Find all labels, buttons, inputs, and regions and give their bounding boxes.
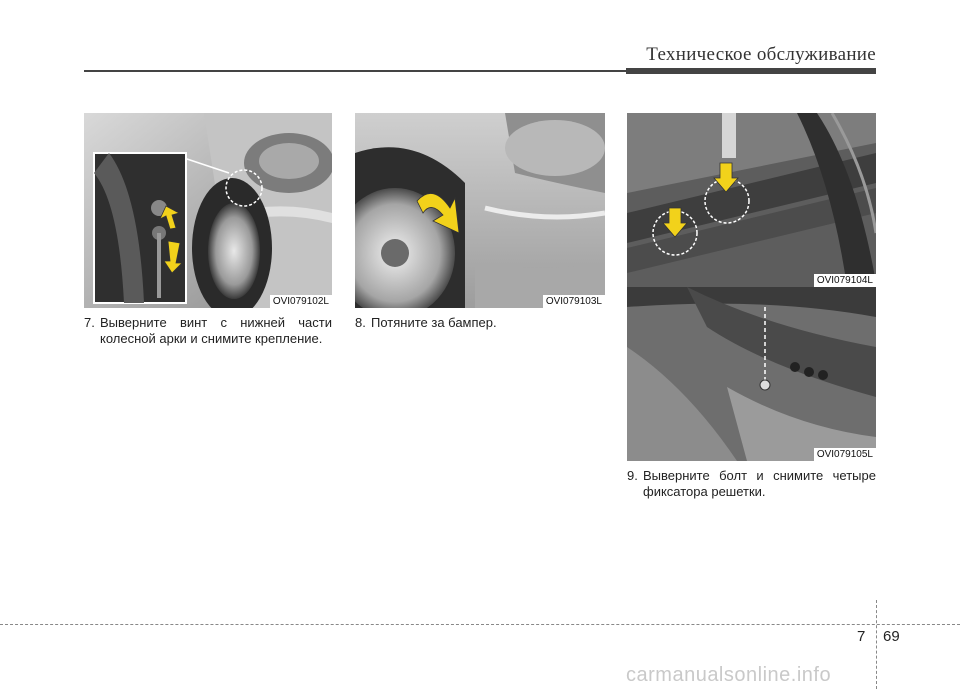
step-7: 7. Выверните винт с нижней части колесно… (84, 315, 332, 347)
figure-label: OVI079103L (542, 295, 605, 308)
wheel-arch-illustration (84, 113, 332, 308)
figure-wheel-arch-screw: OVI079102L (84, 113, 332, 308)
figure-grille-clips: OVI079105L (627, 287, 876, 461)
footer-rule (0, 624, 960, 625)
grille-illustration (627, 113, 876, 287)
figure-grille-bolts: OVI079104L (627, 113, 876, 287)
step-text: Выверните винт с нижней части колесной а… (100, 315, 332, 346)
curved-arrow-icon (416, 193, 460, 234)
step-8: 8. Потяните за бампер. (355, 315, 605, 331)
figure-label: OVI079102L (269, 295, 332, 308)
header-rule-accent (626, 68, 876, 74)
watermark: carmanualsonline.info (626, 664, 832, 686)
step-text: Потяните за бампер. (371, 315, 497, 330)
arrow-down-icon (713, 162, 739, 193)
step-number: 7. (84, 315, 95, 330)
header-title: Техническое обслуживание (646, 44, 876, 65)
figure-label: OVI079104L (813, 274, 876, 287)
arrow-down-icon (662, 207, 688, 238)
bumper-illustration (355, 113, 605, 308)
arrow-icon (159, 205, 181, 230)
header-rule (84, 70, 876, 72)
step-number: 9. (627, 468, 638, 483)
step-9: 9. Выверните болт и снимите четыре фикса… (627, 468, 876, 500)
figure-label: OVI079105L (813, 448, 876, 461)
step-number: 8. (355, 315, 366, 330)
footer-divider (876, 600, 877, 689)
chapter-number: 7 (857, 628, 866, 645)
figure-pull-bumper: OVI079103L (355, 113, 605, 308)
step-text: Выверните болт и снимите четыре фиксатор… (643, 468, 876, 499)
arrow-icon (163, 240, 183, 274)
clips-illustration (627, 287, 876, 461)
page-number: 69 (883, 628, 900, 645)
